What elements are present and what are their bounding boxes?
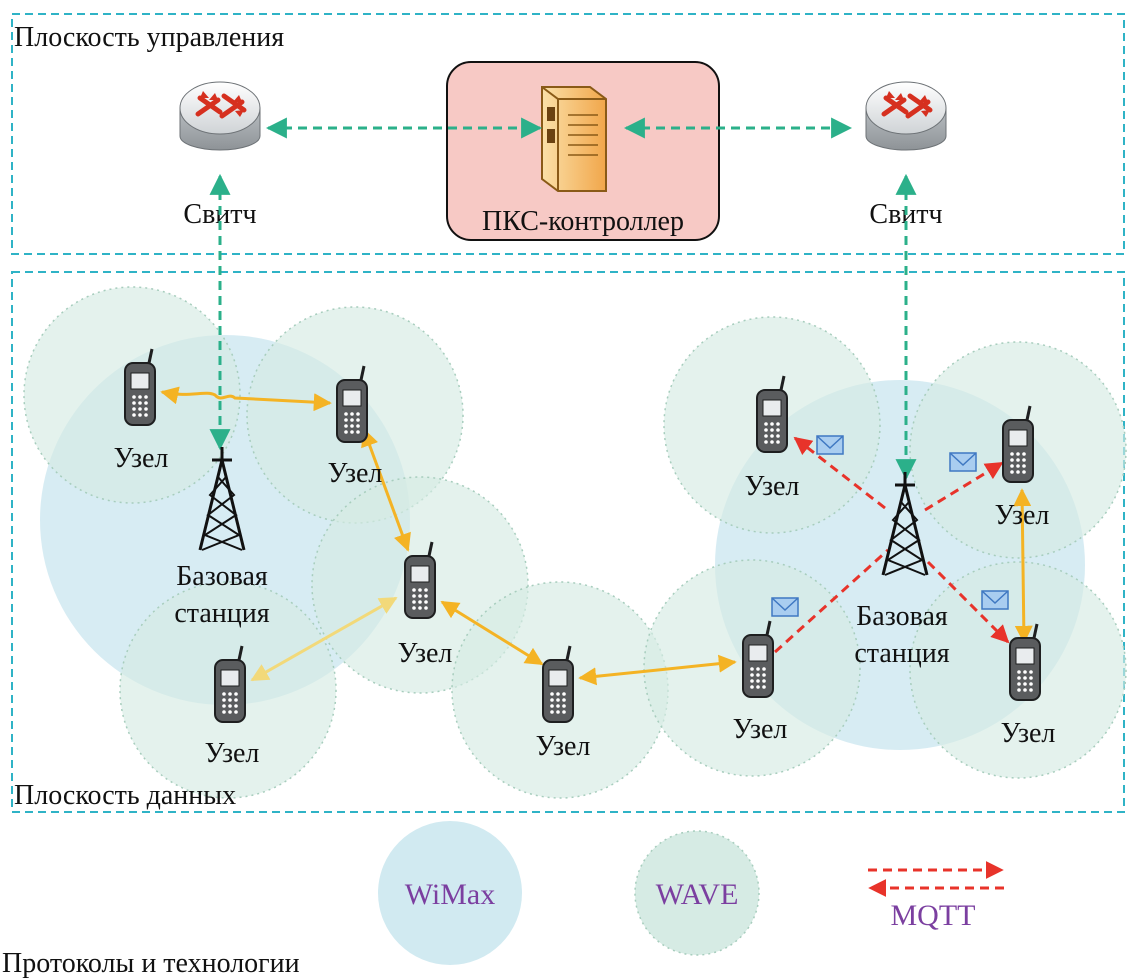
server-icon [541, 86, 607, 192]
legend-wimax-label: WiMax [405, 878, 495, 911]
node-label-8: Узел [995, 500, 1050, 531]
legend-wimax-swatch [378, 821, 522, 965]
node-label-9: Узел [1001, 718, 1056, 749]
control-plane-label: Плоскость управления [14, 22, 284, 53]
node-link-faint [250, 596, 398, 682]
base-station-left-line1: Базовая [176, 561, 268, 592]
data-plane-frame [11, 271, 1125, 813]
legend-mqtt-arrows [868, 861, 1004, 897]
mqtt-links [773, 436, 1010, 654]
legend-mqtt-label: MQTT [891, 899, 976, 932]
router-icon-right [866, 82, 946, 150]
legend-wave-swatch [634, 830, 760, 956]
node-label-2: Узел [328, 458, 383, 489]
node-label-3: Узел [398, 638, 453, 669]
envelope-icon-2 [949, 452, 977, 472]
node-label-7: Узел [745, 471, 800, 502]
node-label-4: Узел [205, 738, 260, 769]
router-icon-left [180, 82, 260, 150]
node-label-6: Узел [733, 714, 788, 745]
node-links [160, 386, 1033, 686]
data-plane-label: Плоскость данных [14, 780, 236, 811]
controller-label: ПКС-контроллер [482, 206, 684, 237]
envelope-icon-1 [816, 435, 844, 455]
base-station-left-line2: станция [174, 598, 269, 629]
envelope-icon-4 [981, 590, 1009, 610]
base-station-right-line1: Базовая [856, 601, 948, 632]
base-station-right-line2: станция [854, 638, 949, 669]
node-label-1: Узел [114, 443, 169, 474]
protocols-label: Протоколы и технологии [2, 948, 300, 979]
node-label-5: Узел [536, 731, 591, 762]
legend-wave-label: WAVE [656, 878, 739, 911]
envelope-icon-3 [771, 597, 799, 617]
